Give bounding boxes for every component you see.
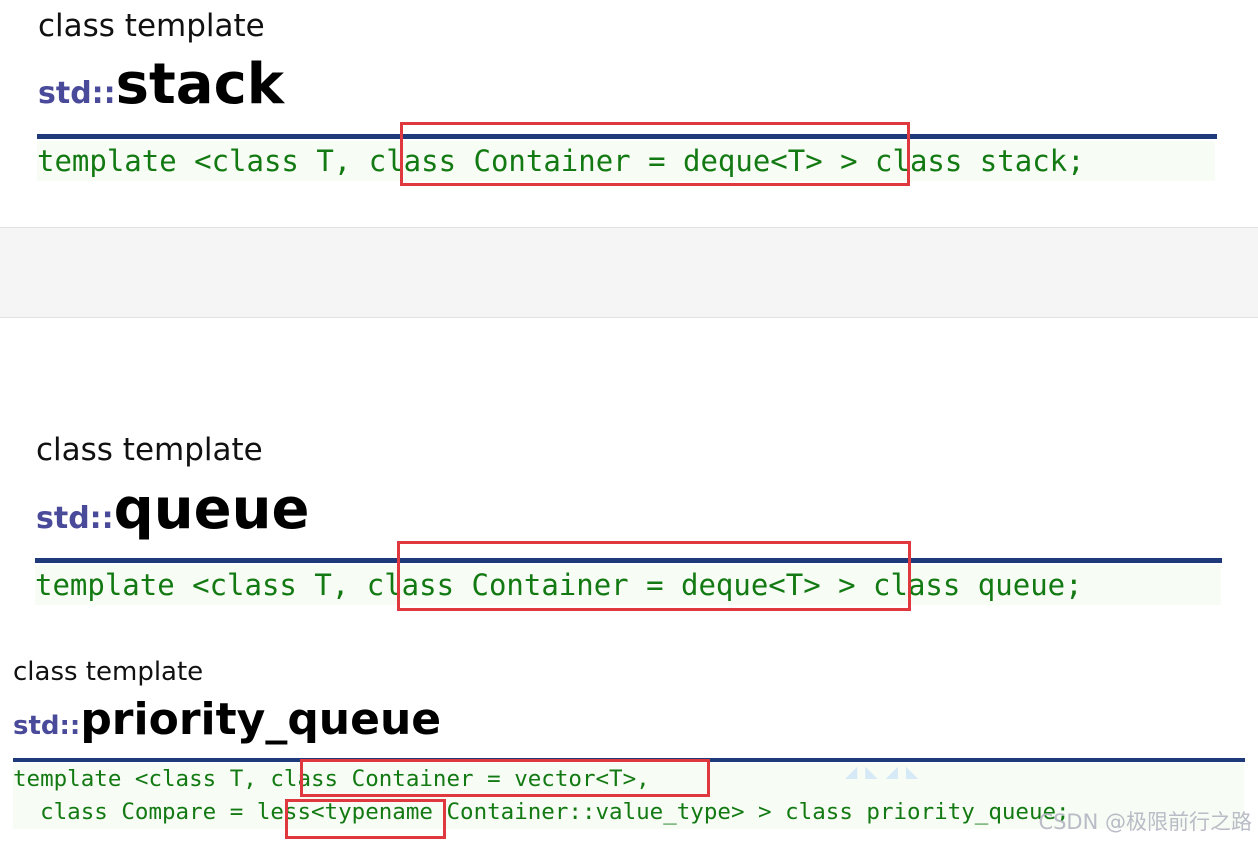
queue-kind-label: class template bbox=[36, 432, 263, 468]
queue-name: queue bbox=[113, 477, 310, 542]
priority-queue-compare-highlight bbox=[285, 799, 446, 839]
queue-declaration: template <class T, class Container = deq… bbox=[35, 565, 1221, 605]
stack-kind-label: class template bbox=[38, 8, 265, 44]
stack-declaration: template <class T, class Container = deq… bbox=[37, 141, 1215, 181]
priority-queue-title: std::priority_queue bbox=[13, 694, 441, 745]
stack-container-highlight bbox=[400, 122, 910, 186]
csdn-watermark: CSDN @极限前行之路 bbox=[1038, 810, 1252, 834]
queue-container-highlight bbox=[397, 541, 911, 611]
priority-queue-declaration-line1: template <class T, class Container = vec… bbox=[13, 763, 1244, 795]
stack-namespace: std:: bbox=[38, 76, 116, 111]
stack-name: stack bbox=[115, 52, 284, 117]
stack-title: std::stack bbox=[38, 52, 284, 117]
queue-header-rule bbox=[35, 558, 1222, 563]
watermark-decoration: ◢◣◢◣ bbox=[845, 762, 927, 781]
priority-queue-container-highlight bbox=[300, 759, 710, 797]
stack-header-rule bbox=[37, 134, 1217, 139]
queue-namespace: std:: bbox=[36, 501, 114, 536]
priority-queue-namespace: std:: bbox=[13, 711, 81, 741]
priority-queue-name: priority_queue bbox=[80, 694, 442, 745]
priority-queue-kind-label: class template bbox=[13, 657, 204, 687]
separator-band bbox=[0, 227, 1258, 318]
priority-queue-declaration-line2: class Compare = less<typename Container:… bbox=[13, 795, 1244, 829]
queue-title: std::queue bbox=[36, 477, 309, 542]
